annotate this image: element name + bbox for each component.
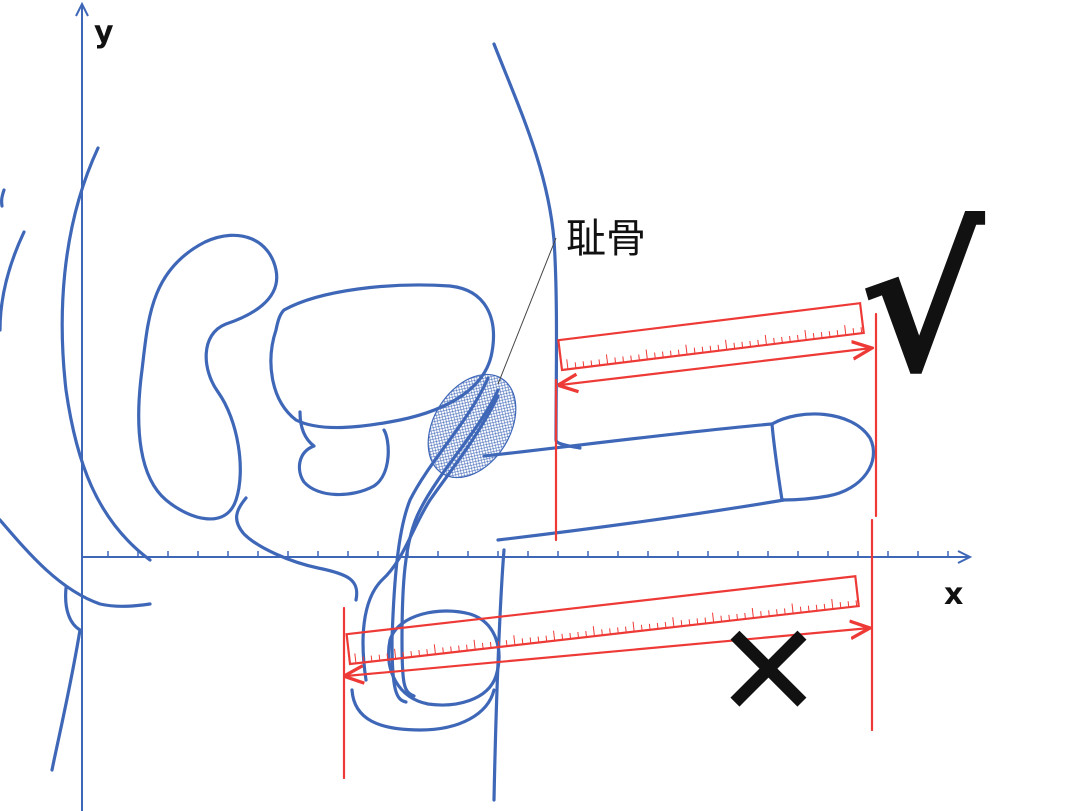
colon-loop [139,235,277,519]
back-curve-lower [0,232,24,330]
ruler-correct [556,303,876,540]
ruler-tick [411,651,412,657]
ruler-tick [514,635,515,645]
ruler-tick [657,623,658,629]
ruler-tick [646,350,647,360]
penis-lower [498,500,784,540]
pubic-bone [410,358,534,493]
ruler-tick [506,640,507,646]
ruler-tick [498,641,499,647]
ruler-tick [355,653,356,663]
ruler-tick [459,646,460,652]
ruler-tick [593,626,594,636]
ruler-tick [856,600,857,606]
glans [772,414,874,500]
ruler-tick [848,601,849,607]
ruler-tick [570,633,571,639]
body-contour [62,148,150,560]
ruler-tick [443,647,444,653]
ruler-tick [633,622,634,632]
incorrect-mark: ✕ [714,595,823,747]
sacral-curve [0,520,150,606]
ruler-tick [840,602,841,608]
ruler-tick [562,634,563,640]
ruler-tick [649,624,650,630]
ruler-tick [673,617,674,627]
y-axis [76,4,88,811]
ruler-tick [427,649,428,655]
ruler-tick [363,656,364,662]
ruler-tick [805,330,806,340]
ruler-tick [467,645,468,651]
ruler-tick [490,642,491,648]
scrotum [352,690,494,730]
bone-label: 耻骨 [566,216,646,262]
x-axis [82,551,970,563]
ruler-tick [618,627,619,633]
ruler-tick [697,618,698,624]
penis-upper [484,424,772,456]
ruler-tick [522,638,523,644]
ruler-tick [434,644,435,654]
bone-label-leader [498,238,556,384]
ruler-tick [546,636,547,642]
ruler-tick [538,637,539,643]
ruler-tick [586,631,587,637]
x-axis-label: x [944,577,963,612]
ruler-tick [689,619,690,625]
ruler-tick [530,637,531,643]
ruler-tick [610,628,611,634]
ruler-tick [419,650,420,656]
back-curve [2,190,4,206]
rectum-line [237,498,357,600]
thigh-line [52,588,80,770]
ruler-tick [379,655,380,661]
ruler-tick [567,359,568,369]
ruler-tick [686,345,687,355]
ruler-tick [387,654,388,660]
ruler-tick [403,652,404,658]
y-axis-label: y [94,15,114,50]
ruler-tick [482,643,483,649]
ruler-tick [765,335,766,345]
ruler-tick [726,340,727,350]
ruler-tick [395,649,396,659]
ruler-tick [665,622,666,628]
ruler-tick [832,599,833,609]
ruler-tick [474,640,475,650]
ruler-tick [554,631,555,641]
correct-mark: √ [858,194,986,415]
ruler-tick [681,620,682,626]
ruler-tick [824,604,825,610]
ruler-tick [371,656,372,662]
ruler-tick [606,354,607,364]
ruler-tick [641,625,642,631]
ruler-tick [845,325,846,335]
ruler-tick [705,618,706,624]
ruler-tick [602,629,603,635]
ruler-tick [578,632,579,638]
ruler-tick [451,646,452,652]
ruler-tick [626,627,627,633]
